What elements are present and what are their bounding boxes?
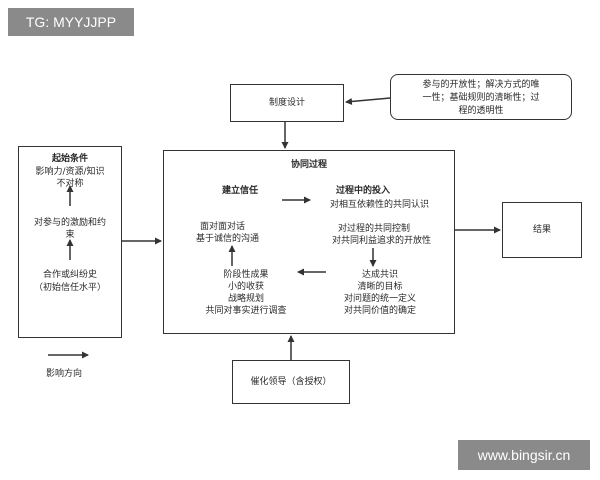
consensus-line4: 对共同价值的确定 (343, 306, 416, 316)
result-box: 结果 (502, 202, 582, 258)
institution-note-line1: 参与的开放性；解决方式的唯 (422, 80, 540, 90)
start-line4: 束 (65, 230, 75, 240)
commitment-line3: 对共同利益追求的开放性 (332, 236, 432, 246)
arrow-note-to-institution (345, 97, 391, 105)
commitment-line2: 对过程的共同控制 (338, 224, 411, 234)
outcome-line4: 共同对事实进行调查 (205, 306, 287, 316)
process-box: 协同过程 建立信任 面对面对话 基于诚信的沟通 过程中的投入 对相互依赖性的共同… (163, 150, 455, 334)
institution-note-line3: 程的透明性 (458, 106, 504, 116)
institution-note-line2: 一性；基础规则的清晰性；过 (422, 93, 540, 103)
commitment-line1: 对相互依赖性的共同认识 (330, 200, 430, 210)
outcome-line2: 小的收获 (227, 282, 264, 292)
process-title: 协同过程 (290, 160, 327, 170)
start-box: 起始条件 影响力/资源/知识 不对称 对参与的激励和约 束 合作或纠纷史 （初始… (18, 146, 122, 338)
legend-label: 影响方向 (46, 369, 83, 379)
start-line3: 对参与的激励和约 (33, 218, 106, 228)
trust-title: 建立信任 (222, 186, 259, 196)
trust-line2: 基于诚信的沟通 (196, 234, 260, 244)
start-line5: 合作或纠纷史 (42, 270, 97, 280)
leadership-box: 催化领导（含授权） (232, 360, 350, 404)
result-title: 结果 (532, 225, 551, 235)
start-title: 起始条件 (51, 154, 88, 164)
consensus-line2: 清晰的目标 (357, 282, 403, 292)
outcome-line1: 阶段性成果 (223, 270, 269, 280)
institution-note: 参与的开放性；解决方式的唯 一性；基础规则的清晰性；过 程的透明性 (390, 74, 572, 120)
consensus-line3: 对问题的统一定义 (343, 294, 416, 304)
institution-box: 制度设计 (230, 84, 344, 122)
start-line6: （初始信任水平） (33, 283, 106, 293)
institution-title: 制度设计 (268, 98, 305, 108)
trust-line1: 面对面对话 (200, 222, 246, 232)
outcome-line3: 战略规划 (227, 294, 264, 304)
site-label: www.bingsir.cn (458, 440, 590, 470)
leadership-title: 催化领导（含授权） (250, 377, 332, 387)
consensus-line1: 达成共识 (361, 270, 398, 280)
start-line1: 影响力/资源/知识 (35, 167, 105, 177)
start-line2: 不对称 (56, 179, 84, 189)
commitment-title: 过程中的投入 (336, 186, 391, 196)
watermark-tag: TG: MYYJJPP (8, 8, 134, 36)
